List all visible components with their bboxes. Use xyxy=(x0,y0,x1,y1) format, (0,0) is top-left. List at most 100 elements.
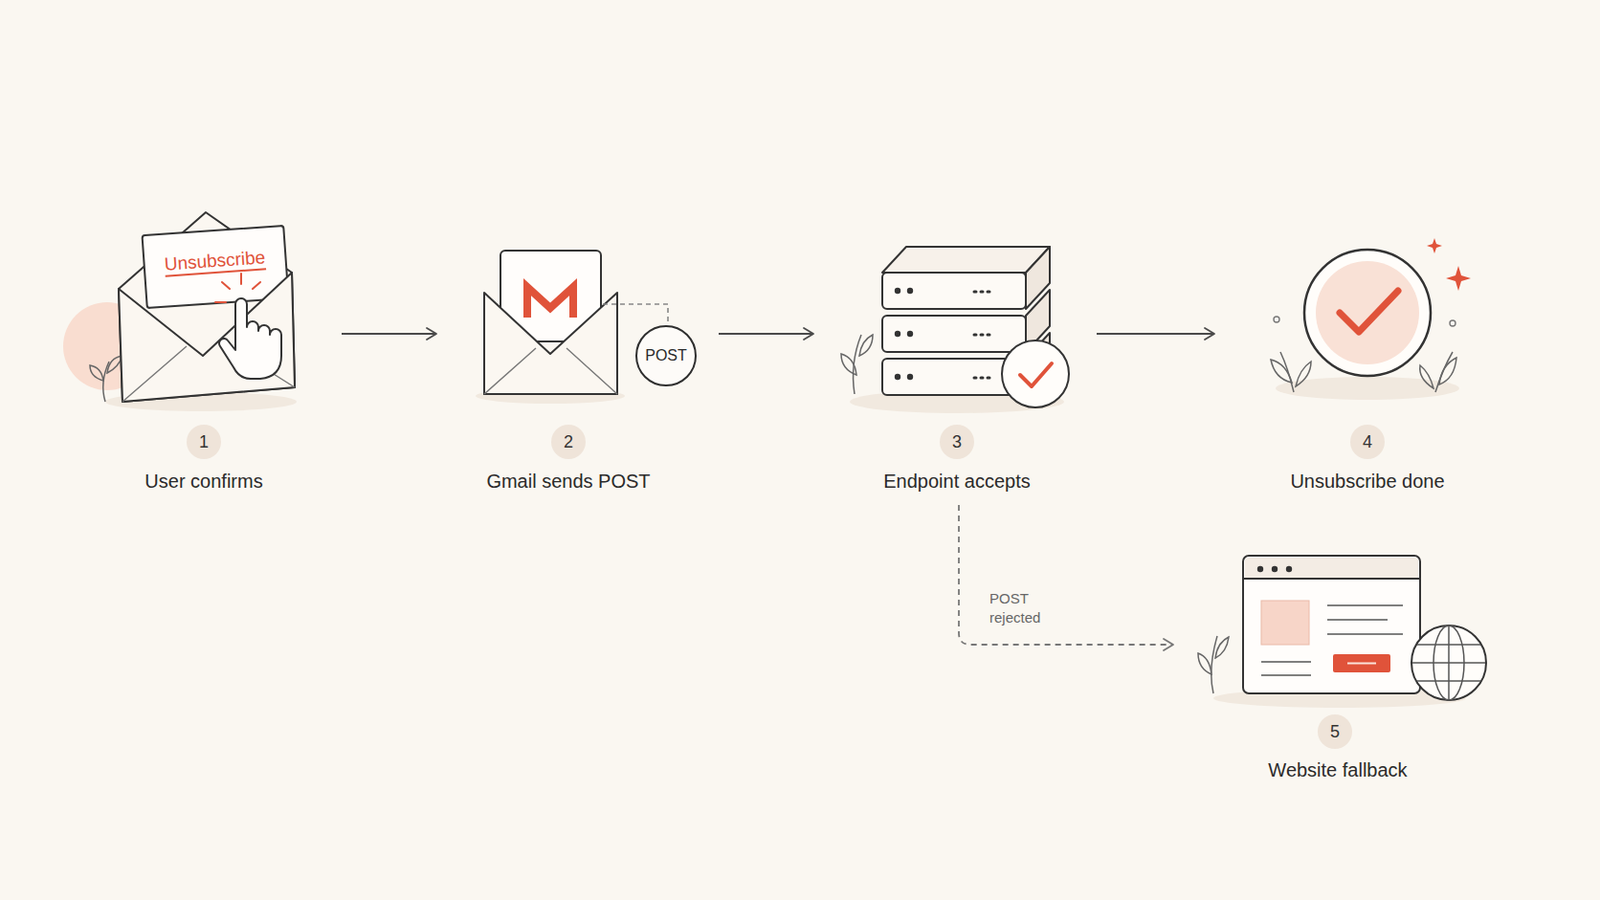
text-lines xyxy=(1261,662,1312,676)
step-label: Unsubscribe done xyxy=(1214,468,1521,494)
step-number: 4 xyxy=(1350,424,1385,460)
step-number: 3 xyxy=(939,424,975,460)
browser-bar xyxy=(1244,557,1419,579)
dot xyxy=(1273,316,1280,323)
image-block xyxy=(1261,600,1310,645)
mail-card xyxy=(500,250,601,342)
step-group: Website fallback 5 xyxy=(1173,535,1489,795)
step-number: 2 xyxy=(551,424,586,460)
method-badge: POST xyxy=(635,325,697,387)
leaf-stem xyxy=(1280,352,1294,393)
envelope-back xyxy=(118,212,295,402)
server-led xyxy=(907,374,913,380)
done-fill xyxy=(1315,261,1420,365)
browser-bar-line xyxy=(1243,577,1421,580)
server-led xyxy=(894,288,901,294)
leaf xyxy=(107,355,123,374)
check-mark xyxy=(1020,363,1052,387)
leader-line xyxy=(602,304,668,326)
step-group: Unsubscribe done 4 xyxy=(1214,205,1521,503)
server-side xyxy=(1025,289,1050,353)
step-group: Endpoint accepts3 xyxy=(813,205,1097,506)
server-led xyxy=(894,374,901,380)
server-vent xyxy=(974,290,990,294)
leaf xyxy=(859,334,873,356)
leaf xyxy=(1215,637,1229,659)
arrow-head xyxy=(1163,639,1174,651)
server-unit xyxy=(882,333,1050,396)
flow-connector xyxy=(718,328,814,340)
leaf-stem xyxy=(1435,352,1453,393)
callout-number: 4 xyxy=(1362,432,1373,453)
server-front xyxy=(882,272,1026,310)
server-led xyxy=(907,331,913,337)
edge-label: POST rejected xyxy=(989,589,1061,628)
flow-connector xyxy=(341,328,437,340)
window-dot xyxy=(1271,566,1278,573)
step-number: 5 xyxy=(1317,714,1353,750)
window-dot xyxy=(1286,566,1292,573)
hand-cursor xyxy=(219,298,282,379)
callout-number: 1 xyxy=(199,432,209,453)
step-group: Gmail sends POSTPOST2 xyxy=(436,205,719,503)
globe-meridian xyxy=(1433,625,1465,701)
envelope-back xyxy=(484,292,618,395)
leaf-stem xyxy=(853,334,862,395)
ground-shadow xyxy=(849,390,1065,414)
page-button xyxy=(1333,654,1391,673)
callout-number: 2 xyxy=(563,432,574,453)
leaf xyxy=(1439,357,1457,385)
step-label: Website fallback xyxy=(1184,757,1491,783)
server-led xyxy=(894,331,901,337)
step-label: User confirms xyxy=(50,468,357,494)
connector-line xyxy=(718,333,814,335)
step-group: User confirmsUnsubscribe1 xyxy=(66,205,342,503)
text-lines xyxy=(1327,605,1403,635)
fallback-connector xyxy=(958,505,1174,651)
ground-shadow xyxy=(475,388,625,404)
step-number: 1 xyxy=(186,424,222,460)
button-line xyxy=(1347,663,1377,666)
server-unit xyxy=(882,289,1050,353)
envelope-fold xyxy=(484,348,618,395)
connector-line xyxy=(958,505,1174,645)
server-front xyxy=(882,358,1026,396)
ground-shadow xyxy=(1275,377,1460,400)
globe-lines xyxy=(1412,625,1486,701)
check-badge xyxy=(1001,340,1069,408)
server-unit xyxy=(882,246,1050,310)
leaf xyxy=(841,354,857,376)
server-front xyxy=(882,315,1026,353)
card-text: Unsubscribe xyxy=(163,246,268,306)
globe xyxy=(1411,625,1487,701)
flow-connector xyxy=(1096,328,1215,340)
dot xyxy=(1449,320,1456,327)
server-top xyxy=(882,246,1050,273)
done-ring xyxy=(1304,249,1431,377)
leaf xyxy=(89,365,104,381)
leaf xyxy=(1270,359,1292,383)
envelope-front xyxy=(484,292,618,395)
ground-shadow xyxy=(105,392,297,412)
server-side xyxy=(1025,246,1050,310)
server-side xyxy=(1025,333,1050,396)
badge-text: POST xyxy=(644,347,688,365)
email-card: Unsubscribe xyxy=(140,224,289,310)
sparkle xyxy=(1445,266,1471,291)
step-label: Endpoint accepts xyxy=(803,468,1111,494)
arrow-head xyxy=(803,328,814,340)
window-dot xyxy=(1257,566,1264,573)
arrow-head xyxy=(1204,328,1215,340)
leaf-stem xyxy=(103,361,110,402)
browser-window xyxy=(1243,555,1421,694)
server-vent xyxy=(974,333,990,337)
gmail-logo xyxy=(527,287,574,318)
connector-line xyxy=(341,333,437,335)
callout-number: 5 xyxy=(1330,722,1340,743)
check-mark xyxy=(1339,290,1399,333)
leaf xyxy=(1295,361,1312,387)
server-led xyxy=(907,288,913,294)
server-vent xyxy=(974,377,990,380)
